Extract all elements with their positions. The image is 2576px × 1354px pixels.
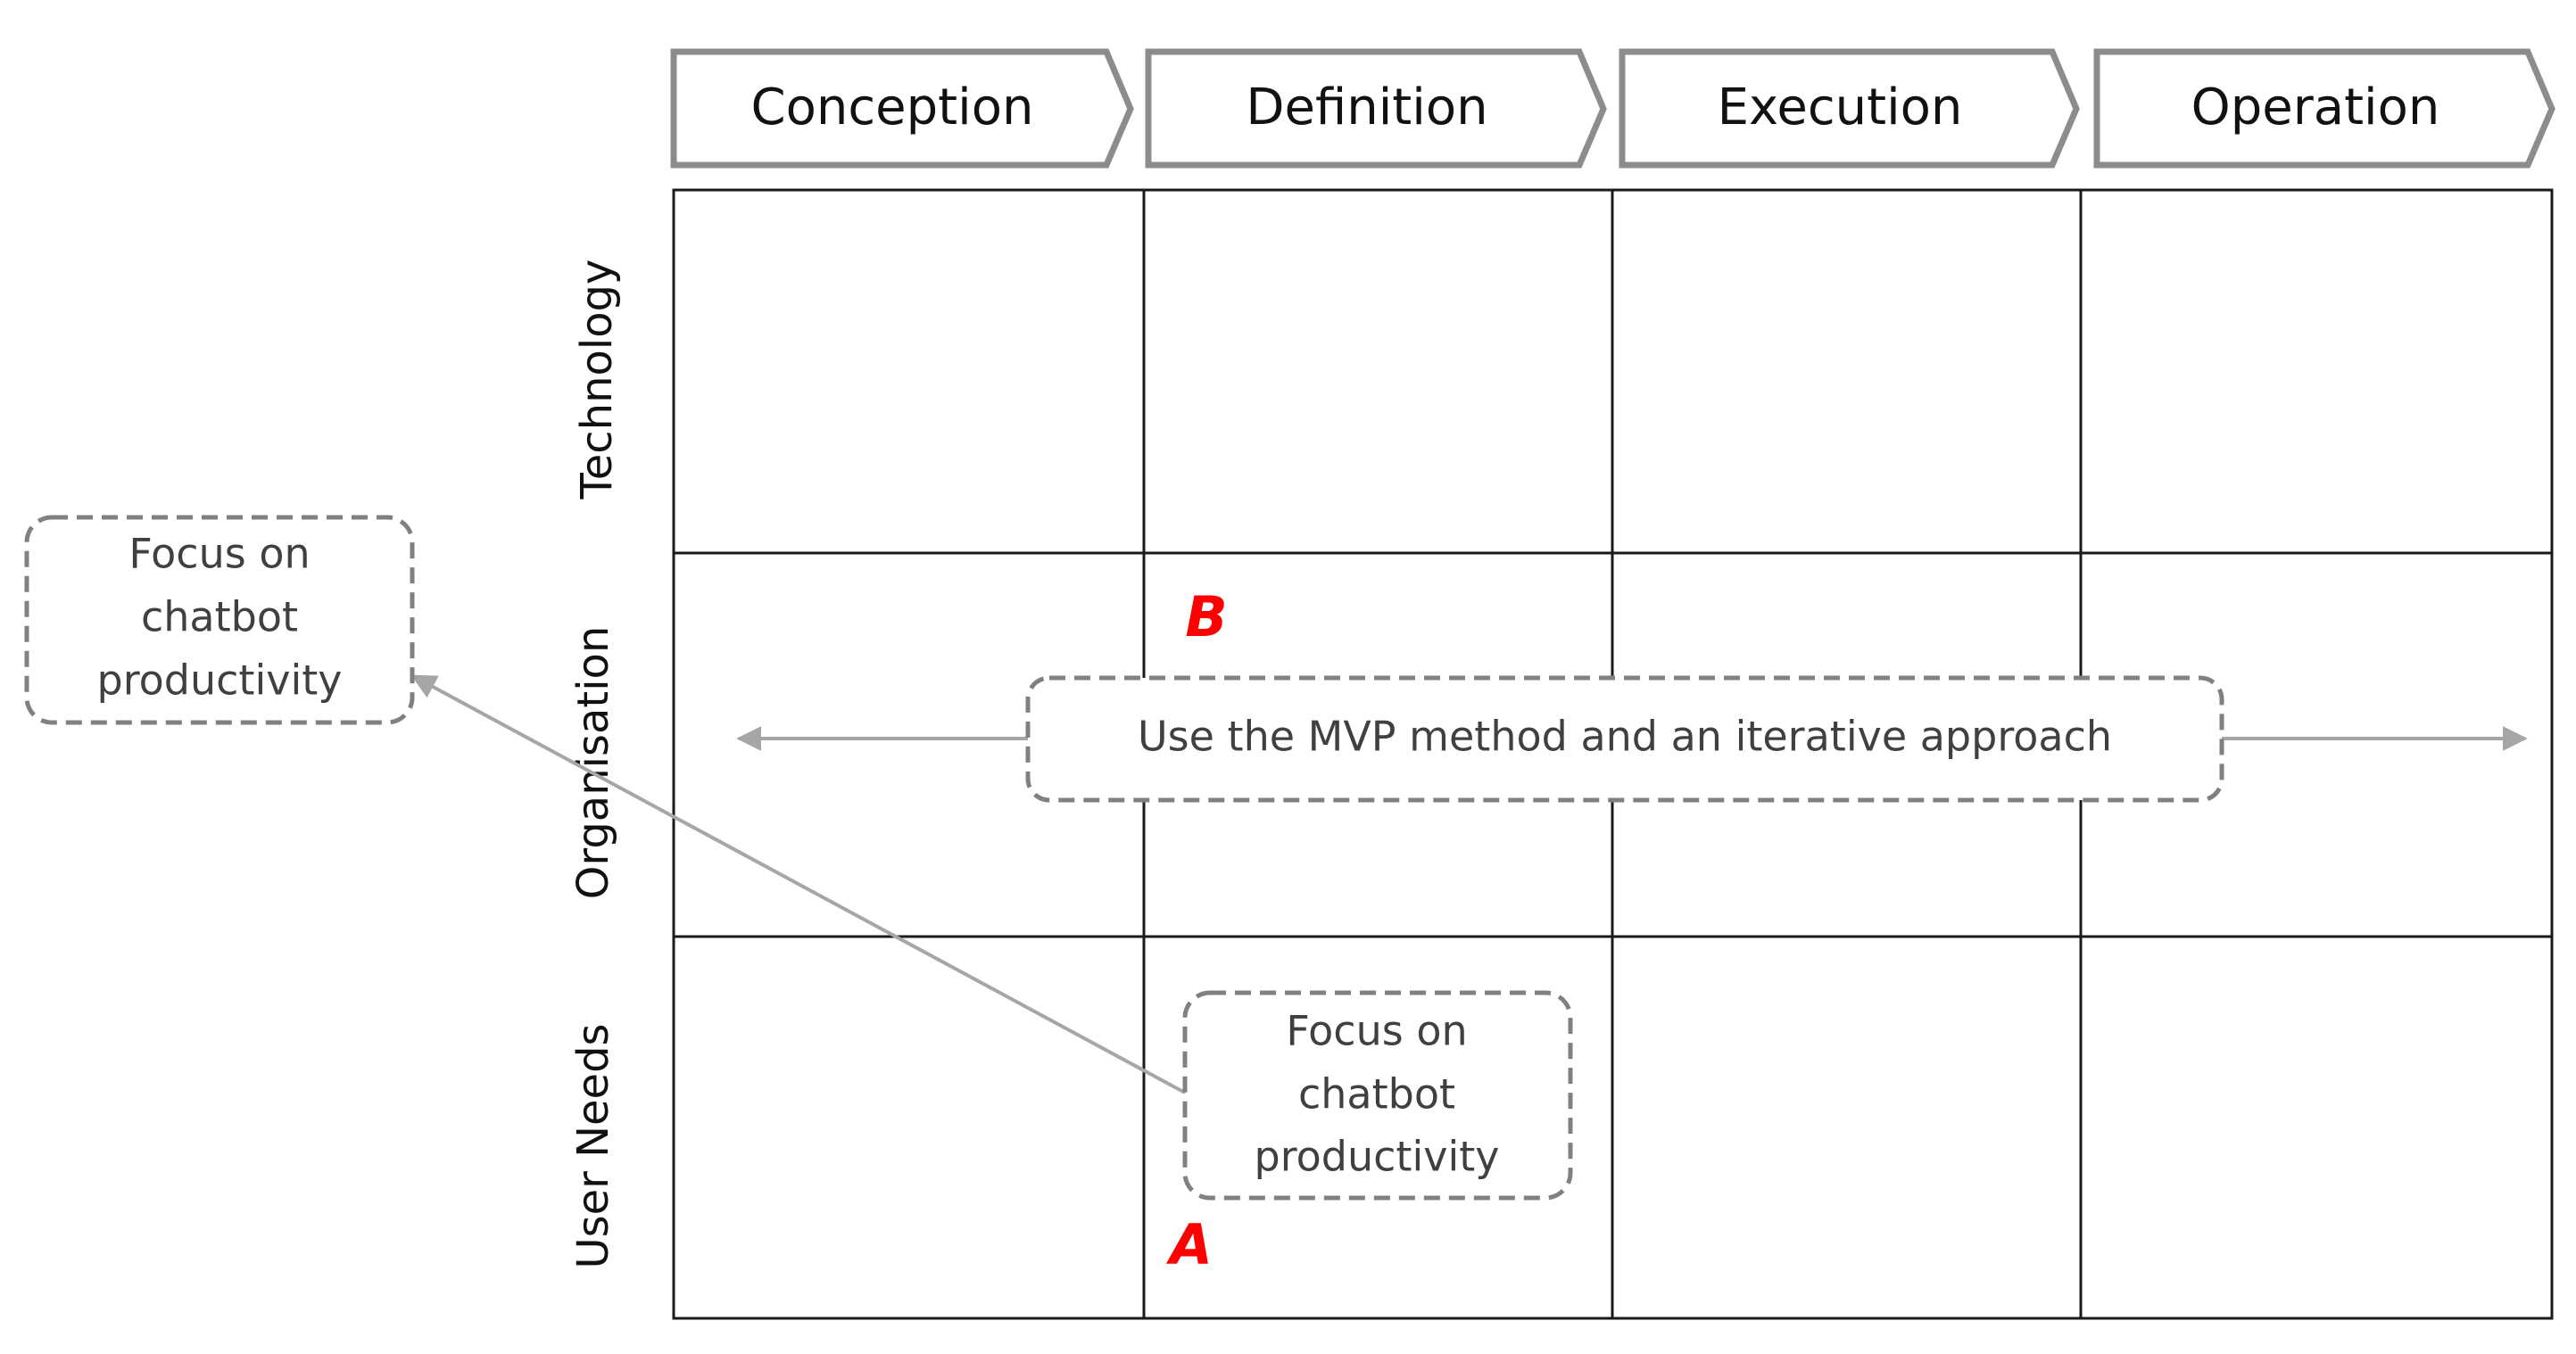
row-label-user-needs: User Needs [568,1023,618,1268]
row-label-technology: Technology [572,260,622,500]
phase-label-definition: Definition [1246,78,1487,136]
external-note-line: Focus on [128,530,310,578]
external-note-line: chatbot [141,593,298,641]
method-note: Use the MVP method and an iterative appr… [1025,675,2224,803]
connector-arrow [410,674,1186,1094]
in-cell-note: Focus on chatbot productivity [1182,990,1573,1201]
in-cell-note-line: productivity [1255,1133,1500,1181]
phase-label-conception: Conception [751,78,1034,136]
marker-b: B [1185,584,1227,649]
phase-header: Conception Definition Execution Operatio… [670,48,2555,169]
phase-chevron-conception: Conception [670,48,1134,169]
phase-chevron-operation: Operation [2093,48,2555,169]
phase-label-execution: Execution [1718,78,1963,136]
phase-chevron-execution: Execution [1619,48,2080,169]
phase-label-operation: Operation [2191,78,2440,136]
method-note-text: Use the MVP method and an iterative appr… [1138,713,2112,761]
external-note: Focus on chatbot productivity [24,515,415,725]
in-cell-note-line: chatbot [1298,1070,1455,1119]
external-note-box [24,515,415,725]
phase-chevron-definition: Definition [1145,48,1607,169]
row-labels: Technology Organisation User Needs [568,260,622,1269]
in-cell-note-box [1182,990,1573,1201]
marker-a: A [1165,1212,1213,1277]
in-cell-note-line: Focus on [1286,1007,1467,1055]
external-note-line: productivity [97,656,343,705]
method-note-box [1025,675,2224,803]
